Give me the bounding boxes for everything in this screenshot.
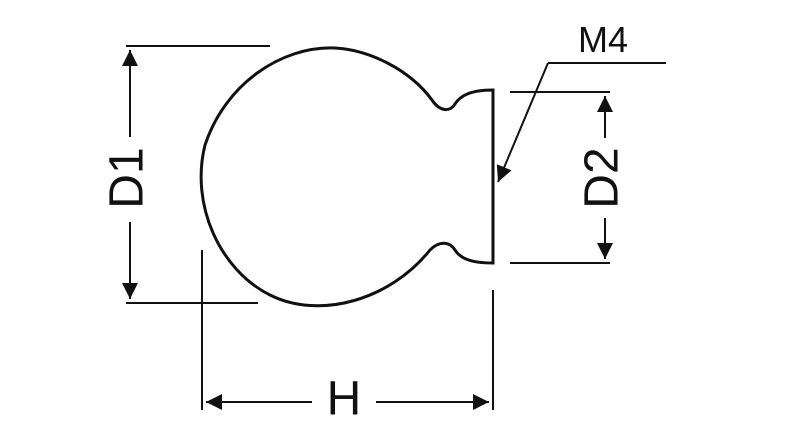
knob-outline bbox=[199, 46, 495, 308]
d2-label: D2 bbox=[576, 147, 629, 208]
m4-label: M4 bbox=[578, 19, 628, 60]
d1-label: D1 bbox=[101, 147, 154, 208]
m4-leader-line bbox=[496, 62, 549, 183]
h-label: H bbox=[327, 373, 362, 426]
